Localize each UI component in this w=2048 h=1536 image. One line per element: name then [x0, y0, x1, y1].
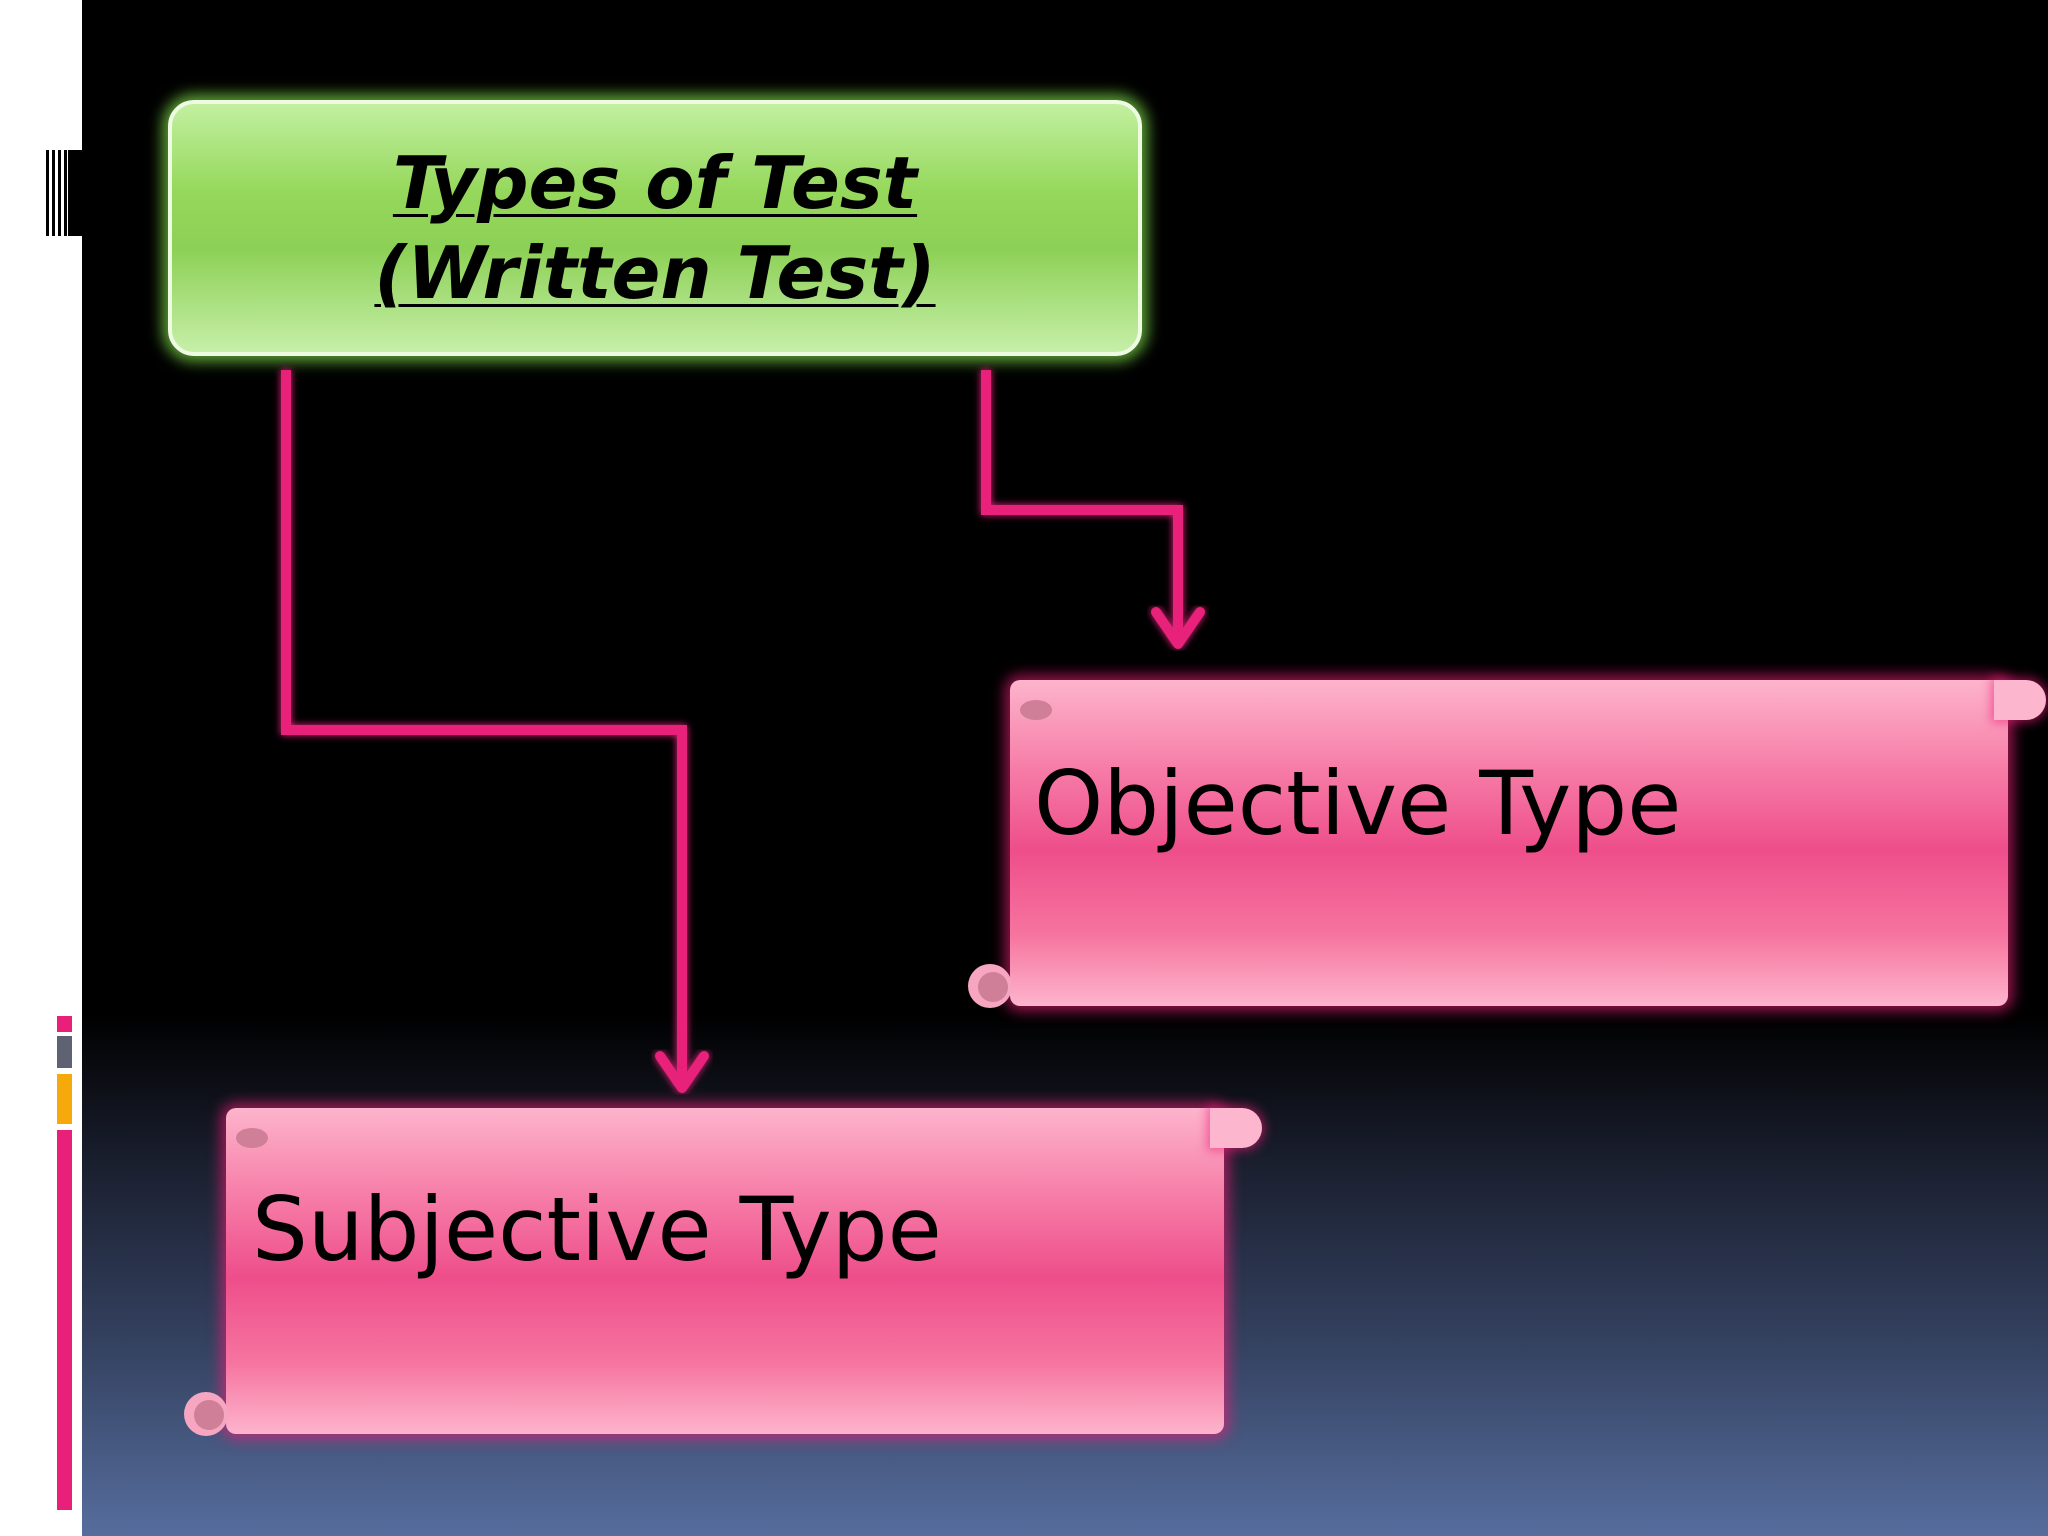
title-line-2: (Written Test): [374, 231, 936, 315]
connector-to-subjective: [281, 370, 687, 1084]
subjective-scroll-curl-icon: [236, 1128, 268, 1148]
subjective-scroll-top-curl: [1210, 1108, 1262, 1148]
title-line-1: Types of Test: [392, 141, 918, 225]
stripe-solid-block: [68, 150, 82, 236]
arrowhead-to-objective: [1151, 607, 1205, 649]
barcode-stripe-decoration: [46, 150, 82, 236]
subjective-type-label: Subjective Type: [252, 1178, 942, 1281]
subjective-scroll-bottom-curl-icon: [194, 1400, 224, 1430]
accent-bar-pink-long: [57, 1130, 72, 1510]
title-text: Types of Test (Written Test): [374, 138, 935, 318]
subjective-scroll-body: [226, 1108, 1224, 1434]
accent-bar-pink-small: [57, 1016, 72, 1032]
accent-bar-gold: [57, 1074, 72, 1124]
objective-scroll-bottom-curl-icon: [978, 972, 1008, 1002]
objective-scroll-curl-icon: [1020, 700, 1052, 720]
objective-type-label: Objective Type: [1034, 752, 1682, 855]
arrowhead-to-subjective: [655, 1051, 709, 1093]
accent-bar-gray: [57, 1036, 72, 1068]
objective-scroll-body: [1010, 680, 2008, 1006]
objective-scroll-top-curl: [1994, 680, 2046, 720]
title-node: Types of Test (Written Test): [168, 100, 1142, 356]
connector-to-objective: [981, 370, 1183, 640]
